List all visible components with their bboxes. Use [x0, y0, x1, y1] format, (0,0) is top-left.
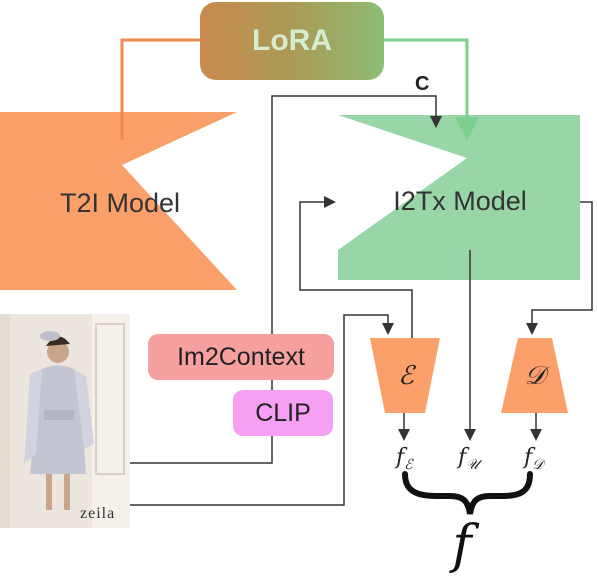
i2tx-to-decoder-arrow — [526, 201, 593, 335]
combined-feature-label: f — [448, 515, 479, 575]
condition-label: C — [415, 73, 429, 95]
photo-watermark: zeila — [80, 505, 116, 522]
lora-label: LoRA — [252, 24, 332, 57]
i2tx-model-shape-bottom — [338, 158, 580, 280]
t2i-model-label: T2I Model — [60, 188, 180, 218]
encoder-shape — [370, 338, 440, 413]
i2tx-model-label: I2Tx Model — [393, 186, 527, 216]
feature-f-u: f𝒰 — [456, 445, 483, 473]
feature-f-e: fℰ — [394, 445, 414, 473]
input-photo — [0, 314, 130, 528]
lora-to-i2tx-arrow — [384, 38, 479, 141]
encoder-symbol: ℰ — [398, 361, 416, 391]
combining-brace — [402, 471, 533, 515]
feature-f-d: f𝒟 — [522, 445, 546, 473]
clip-badge: CLIP — [233, 390, 333, 436]
condition-arrow — [130, 95, 442, 464]
lora-box: LoRA — [200, 2, 384, 80]
clip-label: CLIP — [255, 398, 311, 427]
im2context-badge: Im2Context — [148, 334, 334, 380]
lora-to-t2i-line — [120, 38, 200, 140]
photo-to-encoder-arrow — [130, 314, 394, 506]
im2context-label: Im2Context — [177, 342, 305, 371]
t2i-model-shape — [0, 112, 237, 290]
decoder-shape — [501, 338, 568, 413]
encoder-feedback-arrow — [299, 196, 413, 338]
